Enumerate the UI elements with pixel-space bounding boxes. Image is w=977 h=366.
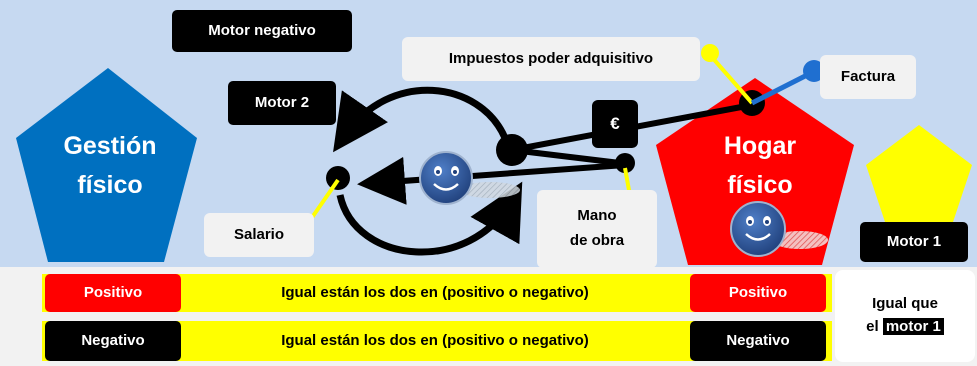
hub-dot [496,134,528,166]
salario-dot [326,166,350,190]
mano-dot [615,153,635,173]
igual-line1: Igual que [872,295,938,313]
hogar-line2: físico [727,170,793,199]
hogar-title: Hogar físico [690,127,830,205]
positivo-middle-text: Igual están los dos en (positivo o negat… [281,283,589,301]
smiley-face-hogar [730,201,828,257]
factura-pointer-dot [803,60,825,82]
salario-label: Salario [204,213,314,257]
motor1-pentagon [866,125,972,222]
cycle-arrow-top [333,86,509,153]
impuestos-label: Impuestos poder adquisitivo [402,37,700,81]
negativo-left-badge: Negativo [45,321,181,361]
factura-label: Factura [820,55,916,99]
positivo-left-badge: Positivo [45,274,181,312]
gestion-line2: físico [77,170,143,199]
igual-que-box: Igual que el motor 1 [835,270,975,362]
motor-negativo-label: Motor negativo [172,10,352,52]
mano-line1: Mano [577,207,617,225]
hogar-pentagon [656,78,854,265]
impuestos-pointer-dot [701,44,719,62]
impuestos-pointer [708,53,754,105]
salario-arrow [357,156,626,205]
cycle-arrow-bottom [336,181,523,256]
gestion-title: Gestión físico [40,127,180,205]
euro-symbol: € [610,114,620,134]
euro-link [511,147,621,166]
igual-prefix: el [866,318,879,335]
gestion-pentagon [16,68,197,262]
gestion-line1: Gestión [63,132,157,160]
hogar-line1: Hogar [723,132,797,160]
factura-pointer [750,69,815,106]
positivo-right-badge: Positivo [690,274,826,312]
smiley-face-center [419,151,520,205]
igual-line2: el motor 1 [866,318,944,337]
mano-de-obra-label: Mano de obra [537,190,657,268]
euro-box [592,100,638,148]
negativo-right-badge: Negativo [690,321,826,361]
igual-highlight: motor 1 [882,318,944,335]
motor2-label: Motor 2 [228,81,336,125]
mano-line2: de obra [569,232,625,249]
negativo-middle-text: Igual están los dos en (positivo o negat… [281,331,589,349]
motor1-label: Motor 1 [860,222,968,262]
